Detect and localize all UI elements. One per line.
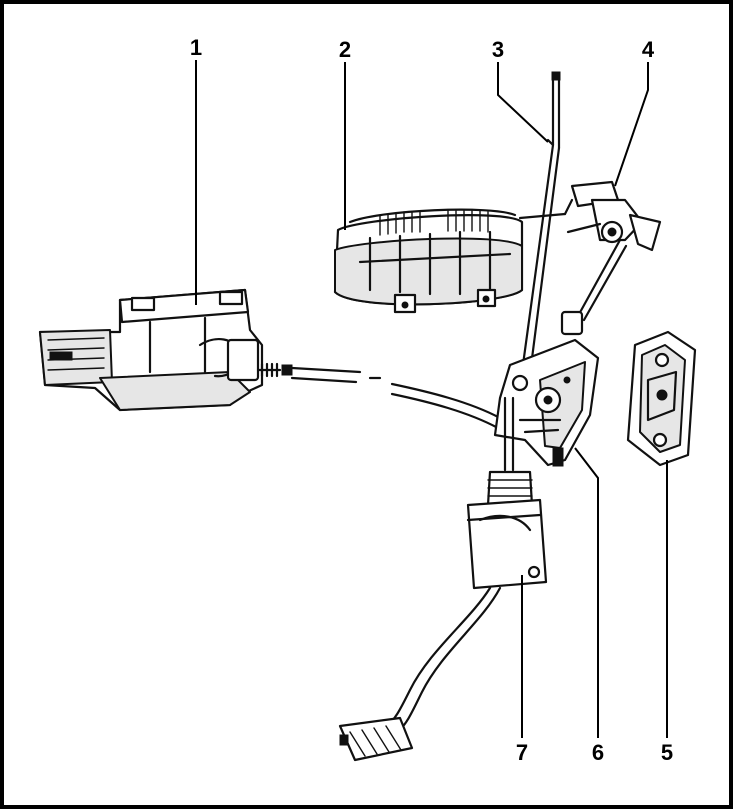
part-1-interior-handle (38, 288, 293, 412)
callout-5: 5 (661, 740, 673, 765)
callout-3: 3 (492, 37, 504, 62)
part-5-striker-plate (626, 330, 697, 467)
leader-4 (614, 62, 649, 187)
part-3-lock-rod (520, 71, 561, 376)
leader-3 (497, 62, 549, 143)
callout-7: 7 (516, 740, 528, 765)
part-7-actuator (338, 470, 548, 762)
part-6-lock-body (493, 338, 600, 472)
part-2-exterior-handle (333, 208, 567, 314)
callout-1: 1 (190, 35, 202, 60)
callout-6: 6 (592, 740, 604, 765)
bowden-cable (290, 366, 502, 430)
part-4-lock-cylinder (560, 180, 662, 336)
callout-2: 2 (339, 37, 351, 62)
leader-lines (195, 60, 668, 738)
callout-4: 4 (642, 37, 655, 62)
leader-6 (574, 447, 599, 738)
